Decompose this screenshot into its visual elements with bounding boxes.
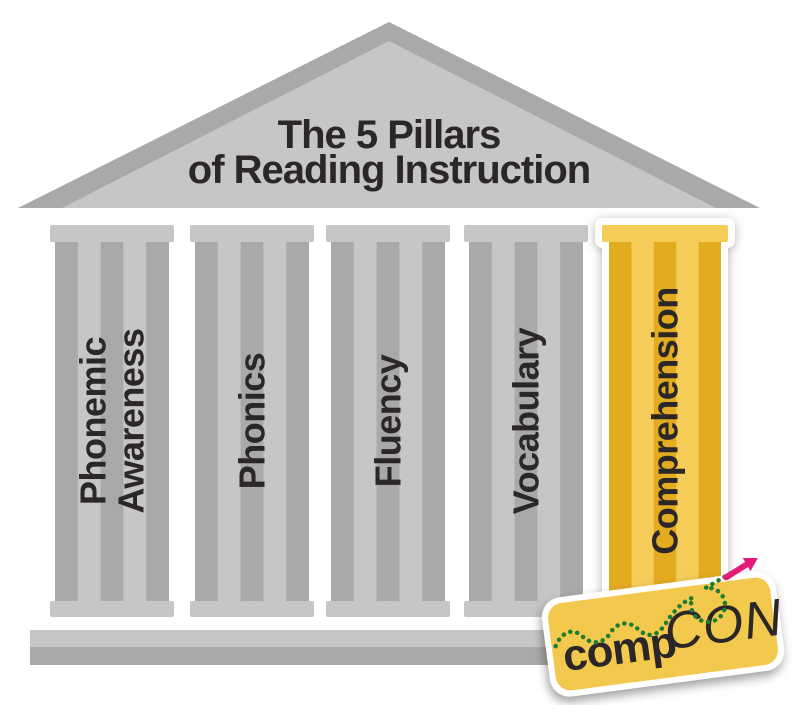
pillar-base: [326, 601, 450, 617]
pillar-vocabulary: Vocabulary: [464, 225, 588, 617]
pillar-capital: [602, 225, 728, 242]
pillar-base: [190, 601, 314, 617]
pillar-capital: [190, 225, 314, 242]
pillar-phonemic-awareness: Phonemic Awareness: [50, 225, 174, 617]
arrow-tail: [723, 561, 750, 581]
pillar-phonics: Phonics: [190, 225, 314, 617]
pillar-comprehension: Comprehension: [595, 218, 735, 623]
compcon-logo: comp CON: [541, 557, 786, 697]
pillar-label-comprehension: Comprehension: [645, 287, 686, 555]
pillar-capital: [464, 225, 588, 242]
pillar-capital: [326, 225, 450, 242]
pediment-inner: [62, 41, 716, 208]
title-line-1: The 5 Pillars: [278, 113, 501, 157]
pillar-label-vocabulary: Vocabulary: [506, 327, 547, 514]
pillar-base: [50, 601, 174, 617]
pillar-fluency: Fluency: [326, 225, 450, 617]
arrow-icon: [742, 557, 758, 572]
pillar-label-awareness: Awareness: [111, 329, 152, 514]
pillar-label-phonemic: Phonemic: [73, 337, 114, 505]
pediment: The 5 Pillars of Reading Instruction: [18, 22, 760, 208]
pillar-label-fluency: Fluency: [368, 354, 409, 487]
pillar-capital: [50, 225, 174, 242]
logo-background: [548, 577, 778, 691]
dotted-swoosh-icon: [553, 564, 746, 649]
pillar-label-phonics: Phonics: [232, 353, 273, 490]
title-line-2: of Reading Instruction: [188, 148, 590, 192]
